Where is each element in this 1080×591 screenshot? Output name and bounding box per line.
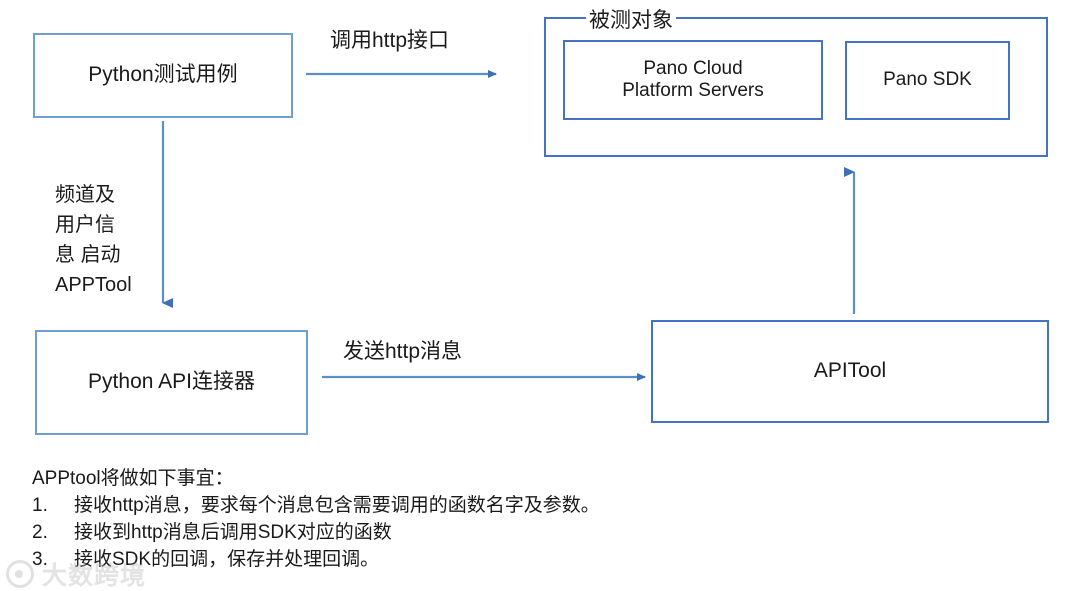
node-python-testcase[interactable]: Python测试用例	[33, 33, 293, 118]
watermark-logo-icon	[6, 560, 34, 588]
arrow-label-send-http: 发送http消息	[343, 340, 463, 363]
group-target-under-test-title: 被测对象	[586, 4, 676, 34]
node-python-testcase-label: Python测试用例	[88, 63, 238, 87]
note-item-number: 2.	[32, 521, 48, 543]
node-python-api-connector-label: Python API连接器	[88, 370, 255, 394]
note-item-number: 1.	[32, 494, 48, 516]
note-item-number: 3.	[32, 548, 48, 570]
note-item: 2. 接收到http消息后调用SDK对应的函数	[32, 520, 792, 547]
node-pano-sdk[interactable]: Pano SDK	[845, 41, 1010, 120]
notes-block: APPtool将做如下事宜： 1. 接收http消息，要求每个消息包含需要调用的…	[32, 466, 792, 574]
note-item: 3. 接收SDK的回调，保存并处理回调。	[32, 547, 792, 574]
group-target-under-test[interactable]	[544, 17, 1048, 157]
node-python-api-connector[interactable]: Python API连接器	[35, 330, 308, 435]
note-item: 1. 接收http消息，要求每个消息包含需要调用的函数名字及参数。	[32, 493, 792, 520]
arrow-label-http-call: 调用http接口	[330, 29, 450, 52]
node-apitool-label: APITool	[813, 359, 887, 383]
note-item-text: 接收http消息，要求每个消息包含需要调用的函数名字及参数。	[74, 494, 600, 516]
node-apitool[interactable]: APITool	[651, 320, 1049, 423]
notes-heading: APPtool将做如下事宜：	[32, 468, 234, 489]
node-pano-cloud-platform-servers[interactable]: Pano Cloud Platform Servers	[563, 40, 823, 120]
node-pano-cloud-platform-servers-label: Pano Cloud Platform Servers	[622, 57, 764, 101]
note-item-text: 接收SDK的回调，保存并处理回调。	[74, 548, 380, 570]
note-item-text: 接收到http消息后调用SDK对应的函数	[74, 521, 392, 543]
node-pano-sdk-label: Pano SDK	[883, 69, 972, 91]
arrow-label-channel-user-info: 频道及 用户信 息 启动 APPTool	[55, 184, 132, 296]
